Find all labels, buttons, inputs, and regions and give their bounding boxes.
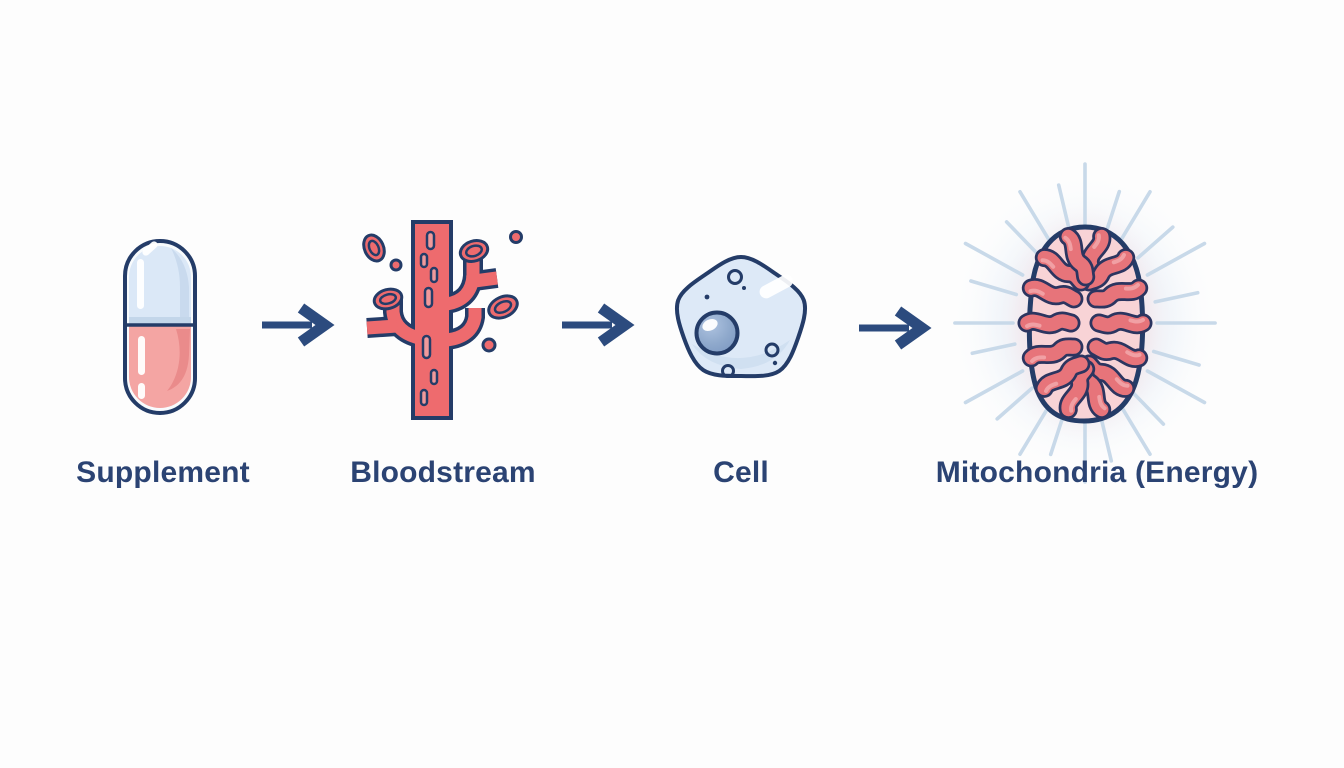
mitochondria-icon bbox=[947, 162, 1223, 484]
right-arrow-icon bbox=[859, 306, 932, 350]
right-arrow-icon bbox=[562, 303, 635, 347]
step-label-supplement: Supplement bbox=[76, 456, 250, 489]
step-label-mitochondria: Mitochondria (Energy) bbox=[935, 456, 1259, 489]
blood-vessel-icon bbox=[362, 220, 523, 420]
step-label-bloodstream: Bloodstream bbox=[350, 456, 536, 489]
cell-icon bbox=[674, 255, 808, 379]
mito-cristae bbox=[1017, 226, 1153, 420]
right-arrow-icon bbox=[262, 303, 335, 347]
energy-rays bbox=[953, 162, 1217, 484]
step-label-cell: Cell bbox=[713, 456, 769, 489]
capsule-icon bbox=[123, 239, 197, 415]
